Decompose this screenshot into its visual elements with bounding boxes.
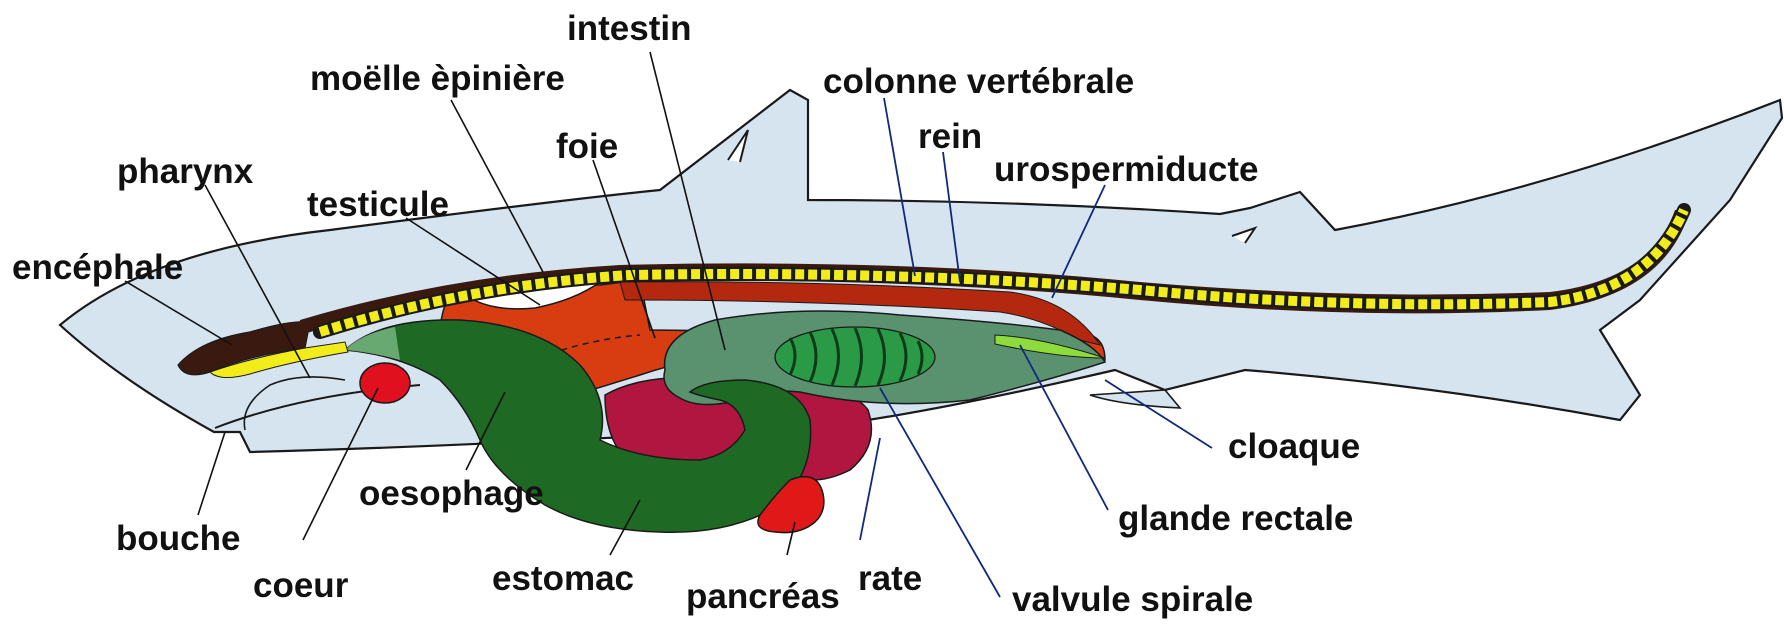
label-oesophage: oesophage bbox=[359, 474, 544, 513]
label-cloaque: cloaque bbox=[1228, 427, 1360, 466]
spiral-valve bbox=[775, 327, 935, 387]
label-rate: rate bbox=[858, 559, 922, 598]
label-coeur: coeur bbox=[253, 566, 349, 605]
label-pancreas: pancréas bbox=[686, 577, 840, 616]
label-moelle-epiniere: moëlle èpinière bbox=[310, 59, 565, 98]
heart bbox=[360, 363, 410, 403]
label-pharynx: pharynx bbox=[117, 152, 254, 191]
label-glande-rectale: glande rectale bbox=[1118, 499, 1353, 538]
label-colonne-vertebrale: colonne vertébrale bbox=[823, 62, 1134, 101]
label-foie: foie bbox=[556, 127, 618, 166]
label-valvule-spirale: valvule spirale bbox=[1012, 580, 1253, 619]
label-intestin: intestin bbox=[567, 9, 691, 48]
label-urospermiducte: urospermiducte bbox=[994, 150, 1259, 189]
label-encephale: encéphale bbox=[12, 248, 183, 287]
label-bouche: bouche bbox=[116, 519, 240, 558]
label-testicule: testicule bbox=[307, 185, 449, 224]
label-estomac: estomac bbox=[492, 559, 634, 598]
label-rein: rein bbox=[918, 117, 982, 156]
